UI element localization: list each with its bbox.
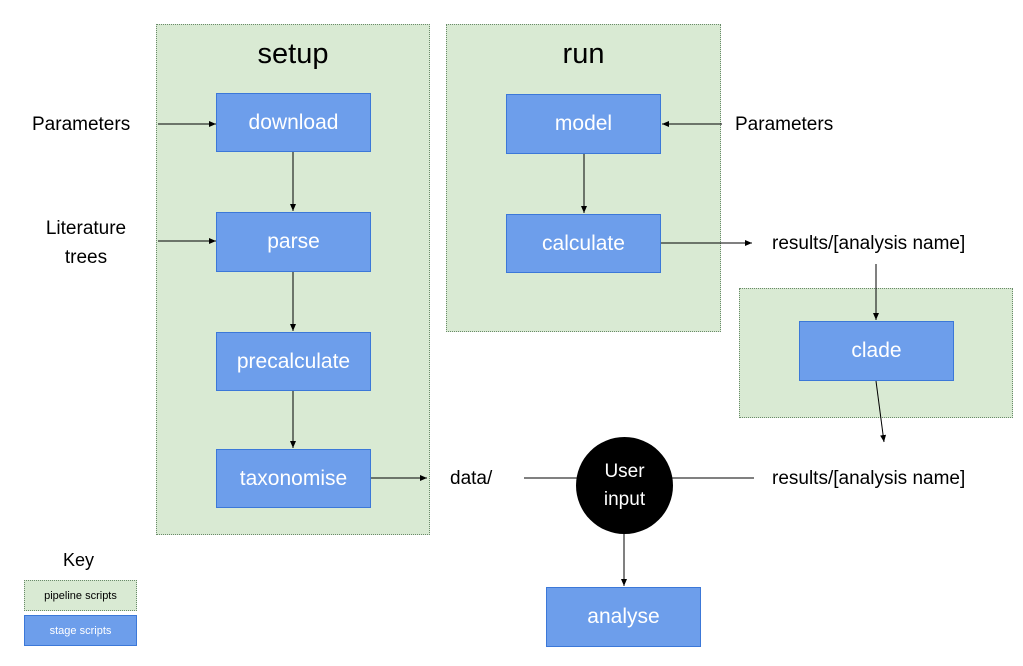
parameters-label-left: Parameters xyxy=(32,114,131,135)
user-input-line2: input xyxy=(603,488,646,510)
results-label-bottom: results/[analysis name] xyxy=(772,468,966,489)
trees-line: trees xyxy=(64,247,108,268)
parameters-label-right: Parameters xyxy=(735,114,834,135)
setup-title: setup xyxy=(257,38,329,70)
user-input-node: User input xyxy=(576,437,673,534)
download-stage: download xyxy=(216,93,371,152)
key-pipeline-swatch: pipeline scripts xyxy=(24,580,137,611)
key-title: Key xyxy=(63,550,95,570)
model-stage: model xyxy=(506,94,661,154)
results-label-top: results/[analysis name] xyxy=(772,233,966,254)
literature-trees-label: Literature trees xyxy=(30,214,142,272)
taxonomise-stage: taxonomise xyxy=(216,449,371,508)
run-title: run xyxy=(562,38,605,70)
analyse-stage: analyse xyxy=(546,587,701,647)
parse-stage: parse xyxy=(216,212,371,272)
literature-line: Literature xyxy=(45,218,127,239)
data-label: data/ xyxy=(450,468,493,489)
key-stage-swatch: stage scripts xyxy=(24,615,137,646)
precalculate-stage: precalculate xyxy=(216,332,371,391)
arrow-clade-results xyxy=(875,380,887,443)
user-input-line1: User xyxy=(604,460,645,482)
clade-stage: clade xyxy=(799,321,954,381)
calculate-stage: calculate xyxy=(506,214,661,273)
